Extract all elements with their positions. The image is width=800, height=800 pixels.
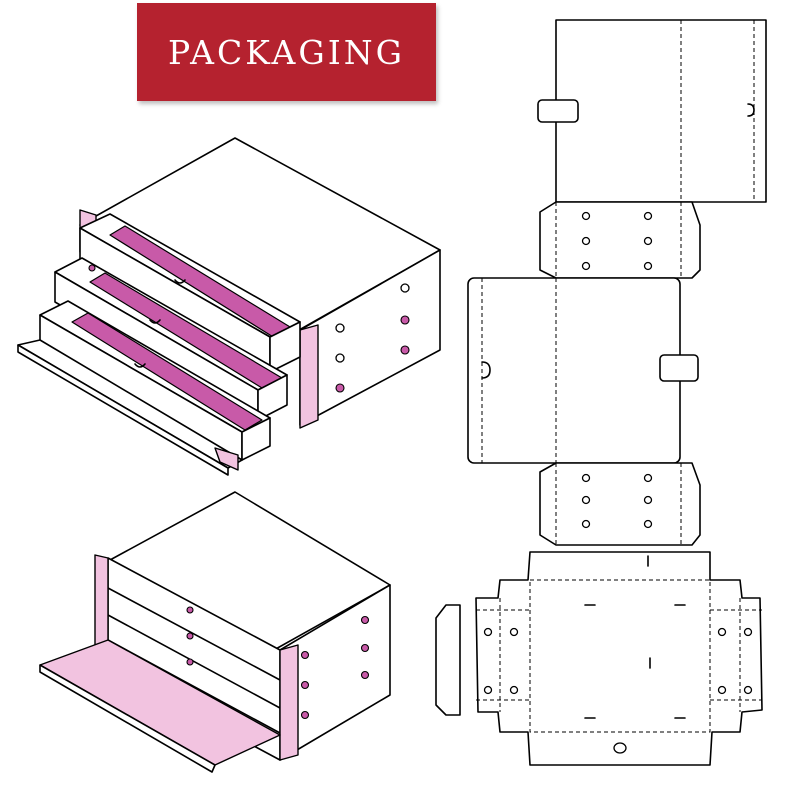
- tray-outline: [475, 551, 763, 766]
- banner-title: PACKAGING: [167, 32, 406, 72]
- sleeve-lip: [299, 324, 319, 429]
- tray-end-flap: [435, 604, 461, 716]
- box2-lip-right: [279, 644, 299, 761]
- sleeve-panel-top: [555, 19, 767, 203]
- packaging-banner: PACKAGING: [137, 3, 436, 101]
- sleeve-panel-bottom: [539, 462, 701, 546]
- sleeve-panel-mid: [539, 201, 701, 279]
